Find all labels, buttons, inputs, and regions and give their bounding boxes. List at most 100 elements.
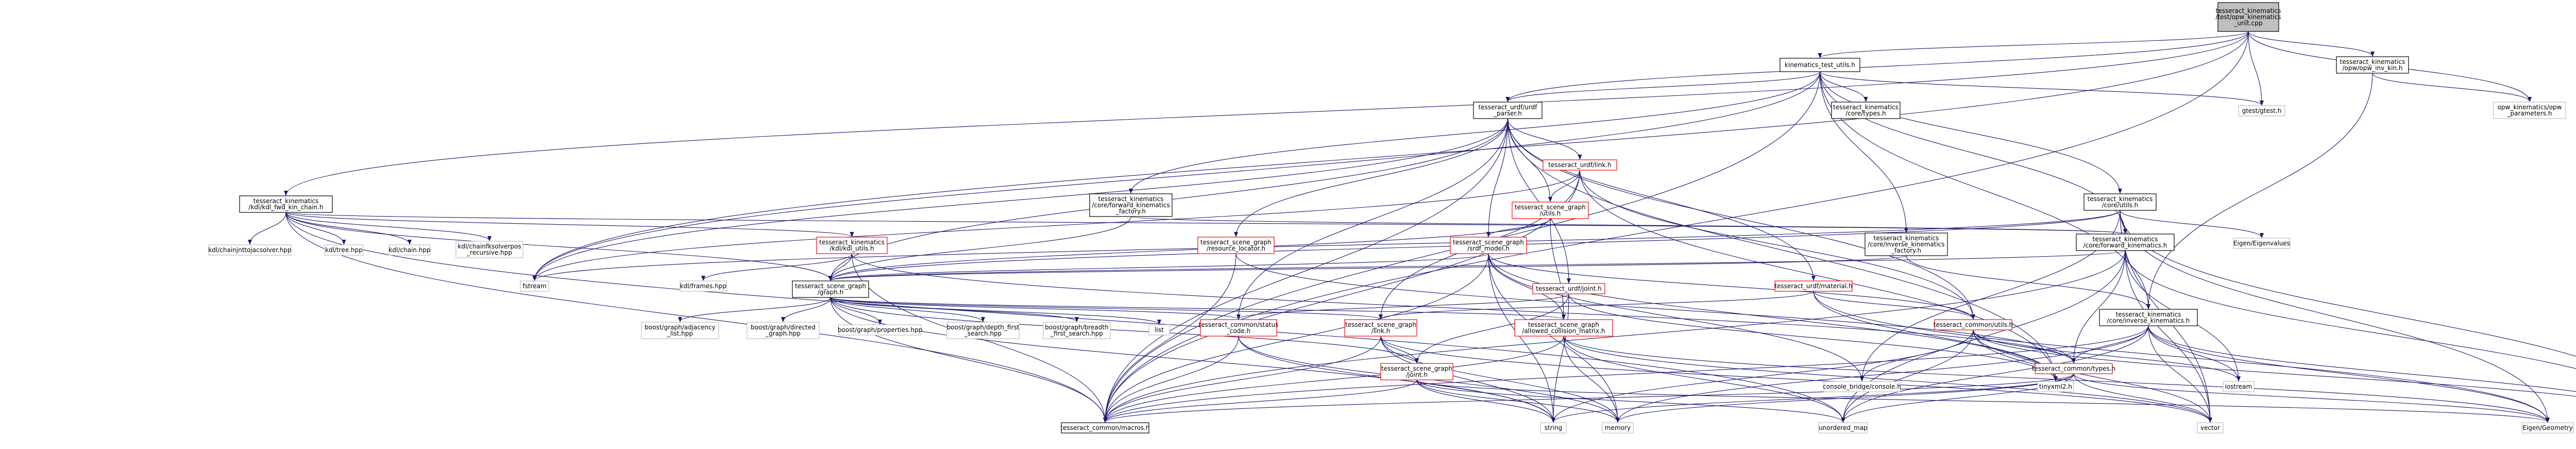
edge-common-types-to-eigen-geometry [2073,373,2550,423]
node-label: /core/types.h [1845,110,1886,117]
edge-acm-to-common-macros [1103,336,1564,423]
node-resource-locator[interactable]: tesseract_scene_graph/resource_locator.h [1197,237,1275,254]
node-kdl-chainjnt[interactable]: kdl/chainjnttojacsolver.hpp [208,244,292,256]
node-tinyxml2[interactable]: tinyxml2.h [2037,381,2074,392]
node-urdf-material[interactable]: tesseract_urdf/material.h [1774,280,1853,292]
node-memory[interactable]: memory [1602,422,1634,434]
node-eigen-geometry[interactable]: Eigen/Geometry [2521,422,2574,434]
node-dfs[interactable]: boost/graph/depth_first_search.hpp [946,322,1020,339]
node-urdf-joint[interactable]: tesseract_urdf/joint.h [1532,283,1605,294]
edge-fwd-kin-to-eigen-core [2125,250,2576,369]
node-urdf-parser[interactable]: tesseract_urdf/urdf_parser.h [1473,102,1543,119]
edge-ktu-to-urdf-parser [1505,71,1821,102]
edge-fwd-kin-to-unordered-map [1841,250,2126,423]
node-label: /resource_locator.h [1207,245,1265,252]
node-label: iostream [2225,383,2252,390]
node-box [2238,105,2285,117]
node-sg-link[interactable]: tesseract_scene_graph/link.h [1344,319,1417,337]
edge-core-utils-to-eigenvalues [2120,210,2264,238]
node-bfs[interactable]: boost/graph/breadth_first_search.hpp [1043,322,1111,339]
node-box [1532,283,1605,294]
node-box [1514,319,1613,337]
node-fwd-factory[interactable]: tesseract_kinematics/core/forward_kinema… [1089,193,1173,217]
node-common-types[interactable]: tesseract_common/types.h [2032,363,2115,374]
edge-sg-link-to-common-macros [1103,336,1381,423]
node-sg-graph[interactable]: tesseract_scene_graph/graph.h [792,280,869,298]
node-fstream[interactable]: fstream [520,280,549,292]
node-srdf-model[interactable]: tesseract_scene_graph/srdf_model.h [1450,237,1527,254]
node-kdl-frames[interactable]: kdl/frames.hpp [680,280,727,292]
edge-root-to-fstream [532,31,2249,281]
edge-urdf-parser-to-srdf-model [1486,118,1509,237]
node-sg-joint[interactable]: tesseract_scene_graph/joint.h [1380,363,1453,380]
node-root[interactable]: tesseract_kinematics/test/opw_kinematics… [2215,2,2281,32]
node-box [1602,422,1634,434]
edge-fwd-factory-to-fwd-kin [1130,216,2127,234]
node-label: boost/graph/properties.hpp [838,326,922,334]
node-box [1865,232,1948,256]
edge-kdlfwd-to-kdl-utils [285,212,854,237]
edge-common-utils-to-string [1551,329,1974,423]
node-fwd-kin[interactable]: tesseract_kinematics/core/forward_kinema… [2076,234,2175,251]
node-ktu[interactable]: kinematics_test_utils.h [1780,58,1860,72]
node-label: kdl/chain.hpp [388,246,430,254]
node-opwinv[interactable]: tesseract_kinematics/opw/opw_inv_kin.h [2336,56,2409,74]
edge-urdf-parser-to-fstream [532,118,1509,281]
node-directed[interactable]: boost/graph/directed_graph.hpp [747,322,820,339]
edge-srdf-model-to-sg-graph [828,253,1489,281]
node-kdlfwd[interactable]: tesseract_kinematics/kdl/kdl_fwd_kin_cha… [239,195,333,213]
node-label: _recursive.hpp [466,249,512,256]
node-urdf-link[interactable]: tesseract_urdf/link.h [1543,159,1617,171]
node-list[interactable]: list [1148,324,1170,336]
node-sg-utils[interactable]: tesseract_scene_graph/utils.h [1512,202,1589,219]
node-box [239,195,333,213]
node-inv-factory[interactable]: tesseract_kinematics/core/inverse_kinema… [1865,232,1948,256]
node-unordered-map[interactable]: unordered_map [1818,422,1868,434]
node-common-macros[interactable]: tesseract_common/macros.h [1060,422,1150,434]
edge-srdf-model-to-common-macros [1103,253,1489,423]
node-box [1823,381,1901,392]
edge-common-utils-to-unordered-map [1841,329,1974,423]
node-kdl-chainfk[interactable]: kdl/chainfksolverpos_recursive.hpp [455,241,523,258]
node-box [1543,159,1617,171]
node-label: boost/graph/depth_first [947,324,1020,331]
node-label: _unit.cpp [2234,20,2263,27]
node-core-types[interactable]: tesseract_kinematics/core/types.h [1831,102,1901,119]
node-gtest[interactable]: gtest/gtest.h [2238,105,2285,117]
node-core-utils[interactable]: tesseract_kinematics/core/utils.h [2083,193,2157,211]
node-label: /test/opw_kinematics [2215,13,2281,21]
node-properties[interactable]: boost/graph/properties.hpp [838,324,922,336]
edge-urdf-parser-to-urdf-material [1507,118,1816,281]
edge-sg-utils-to-sg-graph [828,218,1551,281]
node-label: tesseract_common/status [1199,321,1279,328]
edge-inv-kin-to-iostream [2148,325,2241,381]
node-opwparams[interactable]: opw_kinematics/opw_parameters.h [2493,102,2566,119]
node-vector[interactable]: vector [2197,422,2224,434]
node-common-utils[interactable]: tesseract_common/utils.h [1934,319,2013,330]
node-acm[interactable]: tesseract_scene_graph/allowed_collision_… [1514,319,1613,337]
node-inv-kin[interactable]: tesseract_kinematics/core/inverse_kinema… [2099,309,2198,326]
node-label: kdl/chainjnttojacsolver.hpp [208,246,291,254]
edge-opwinv-to-inv-kin [2146,73,2373,309]
node-iostream[interactable]: iostream [2223,381,2255,392]
node-string[interactable]: string [1540,422,1567,434]
node-label: /link.h [1371,327,1391,335]
edge-inv-kin-to-unordered-map [1841,325,2149,423]
node-adjacency[interactable]: boost/graph/adjacency_list.hpp [641,322,719,339]
node-box [1197,237,1275,254]
node-kdl-chain[interactable]: kdl/chain.hpp [388,244,431,256]
node-label: /core/inverse_kinematics.h [2107,317,2190,324]
node-eigenvalues[interactable]: Eigen/Eigenvalues [2233,238,2291,249]
edge-urdf-link-to-tinyxml2 [1579,170,2058,381]
edge-urdf-material-to-common-utils [1813,291,1975,320]
node-box [1200,319,1277,337]
node-box [792,280,869,298]
edge-urdf-link-to-fstream [532,170,1581,281]
edge-sg-graph-to-adjacency [678,297,831,322]
node-console-bridge[interactable]: console_bridge/console.h [1823,381,1901,392]
node-kdl-utils[interactable]: tesseract_kinematics/kdl/kdl_utils.h [816,237,888,254]
node-label: opw_kinematics/opw [2498,104,2562,111]
node-kdl-tree[interactable]: kdl/tree.hpp [324,244,364,256]
node-status-code[interactable]: tesseract_common/status_code.h [1199,319,1279,337]
